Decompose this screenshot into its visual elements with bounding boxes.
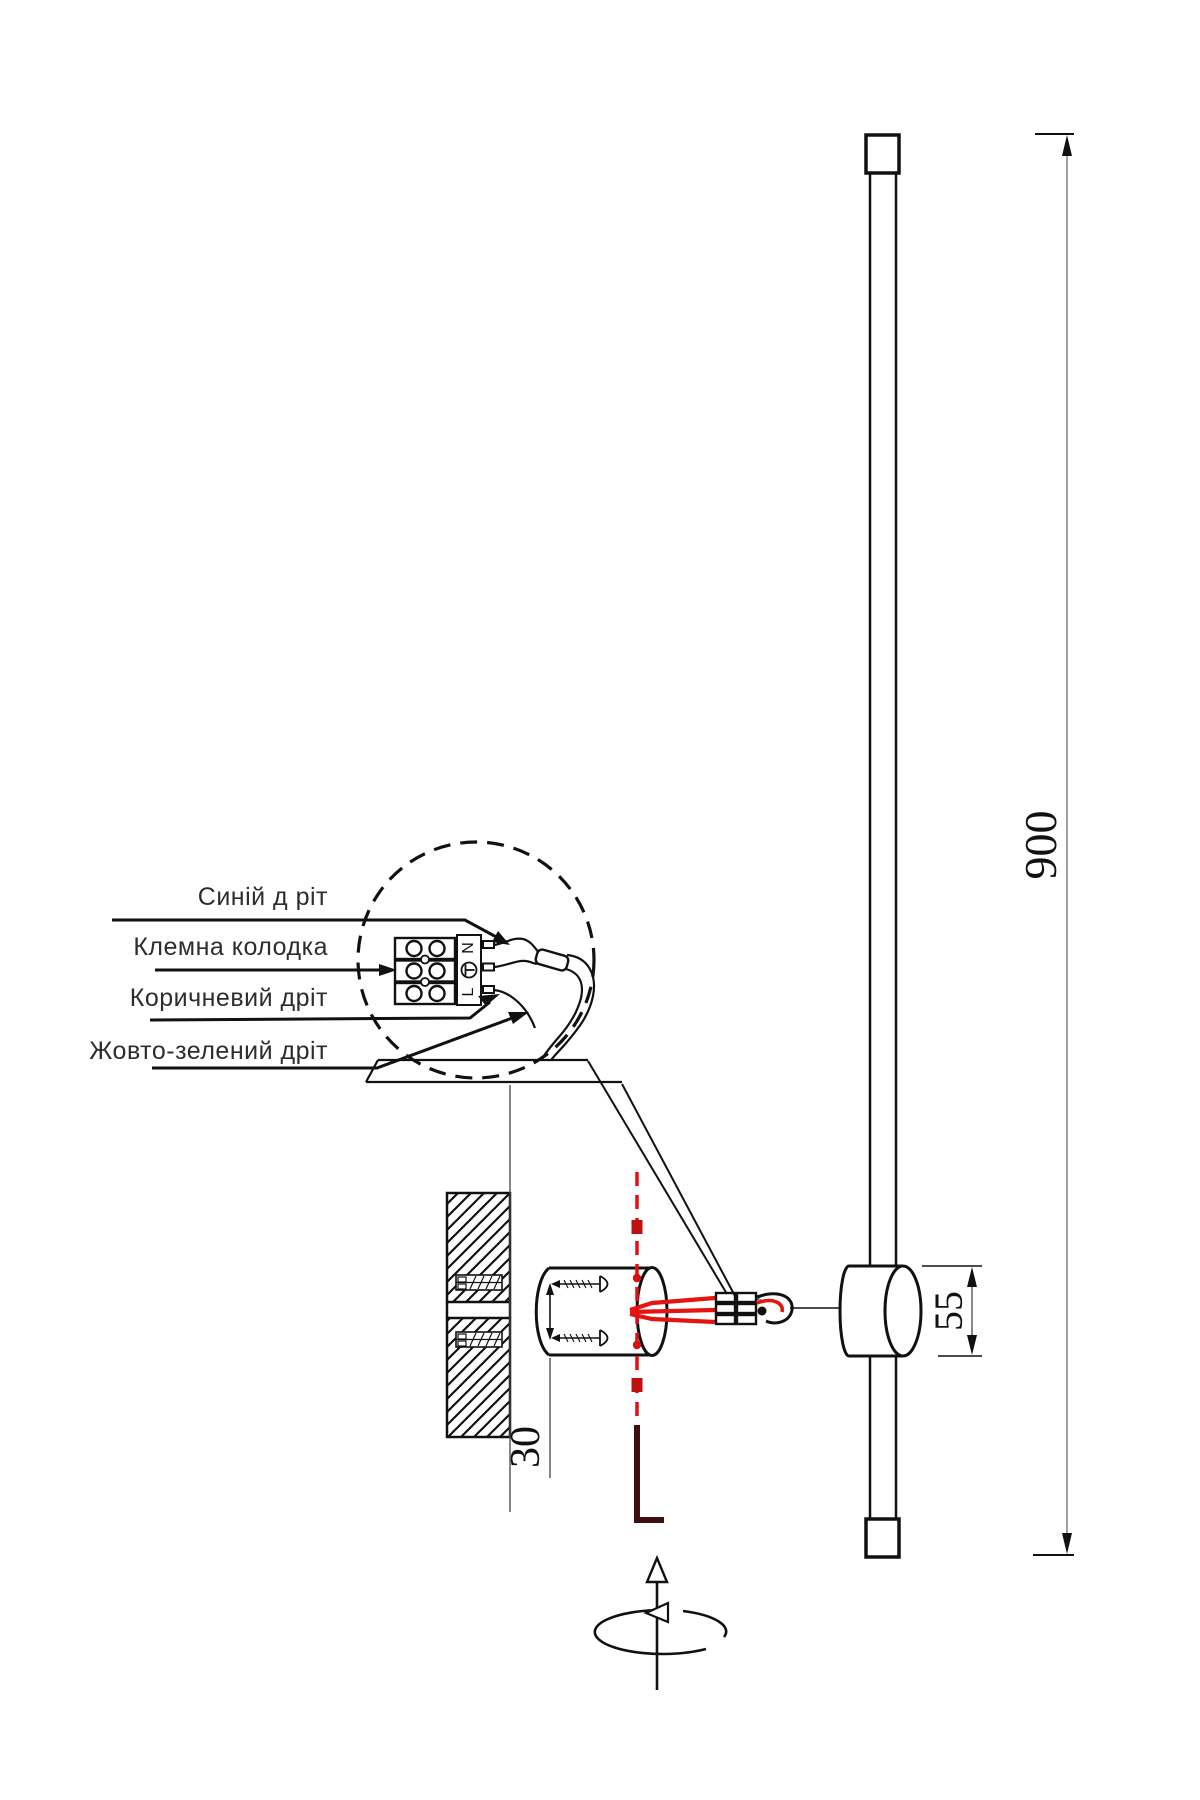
cup-screw-top: [551, 1275, 609, 1293]
dimension-900-text: 900: [1015, 810, 1066, 880]
red-centerline: [631, 1172, 664, 1523]
blue-wire-label: Синій д ріт: [197, 883, 328, 911]
wire-loop: [756, 1292, 794, 1325]
lamp-tube: [864, 133, 901, 1559]
detail-plate: [365, 1058, 622, 1084]
terminal-n-marking: N: [460, 942, 477, 954]
callout-arrows: [112, 918, 529, 1070]
detail-leader-lines: [587, 1060, 736, 1297]
detail-wires: [482, 937, 596, 1061]
dimension-30: [509, 1085, 551, 1512]
lamp-base-cylinder: [838, 1264, 923, 1358]
dimension-30-text: 30: [503, 1426, 549, 1468]
brown-wire-label: Коричневий дріт: [129, 984, 328, 1012]
terminal-block-label: Клемна колодка: [133, 933, 328, 961]
wall-anchor-top: [455, 1274, 503, 1291]
detail-circle: [356, 840, 596, 1080]
dimension-55: [922, 1265, 982, 1357]
ground-symbol: [460, 961, 478, 979]
dimension-900: [1033, 133, 1074, 1556]
wall-section: [445, 1191, 512, 1439]
screw-spacing-arrow: [546, 1283, 554, 1340]
yellow-green-wire-label: Жовто-зелений дріт: [89, 1037, 328, 1065]
rotation-symbol: [593, 1554, 728, 1690]
small-terminal-n-marking: N: [755, 1295, 765, 1302]
cup-screw-bottom: [551, 1329, 609, 1347]
dimension-55-text: 55: [926, 1291, 971, 1331]
wall-anchor-bottom: [455, 1331, 503, 1348]
terminal-l-marking: L: [460, 987, 477, 996]
small-terminal-block: [714, 1291, 758, 1326]
